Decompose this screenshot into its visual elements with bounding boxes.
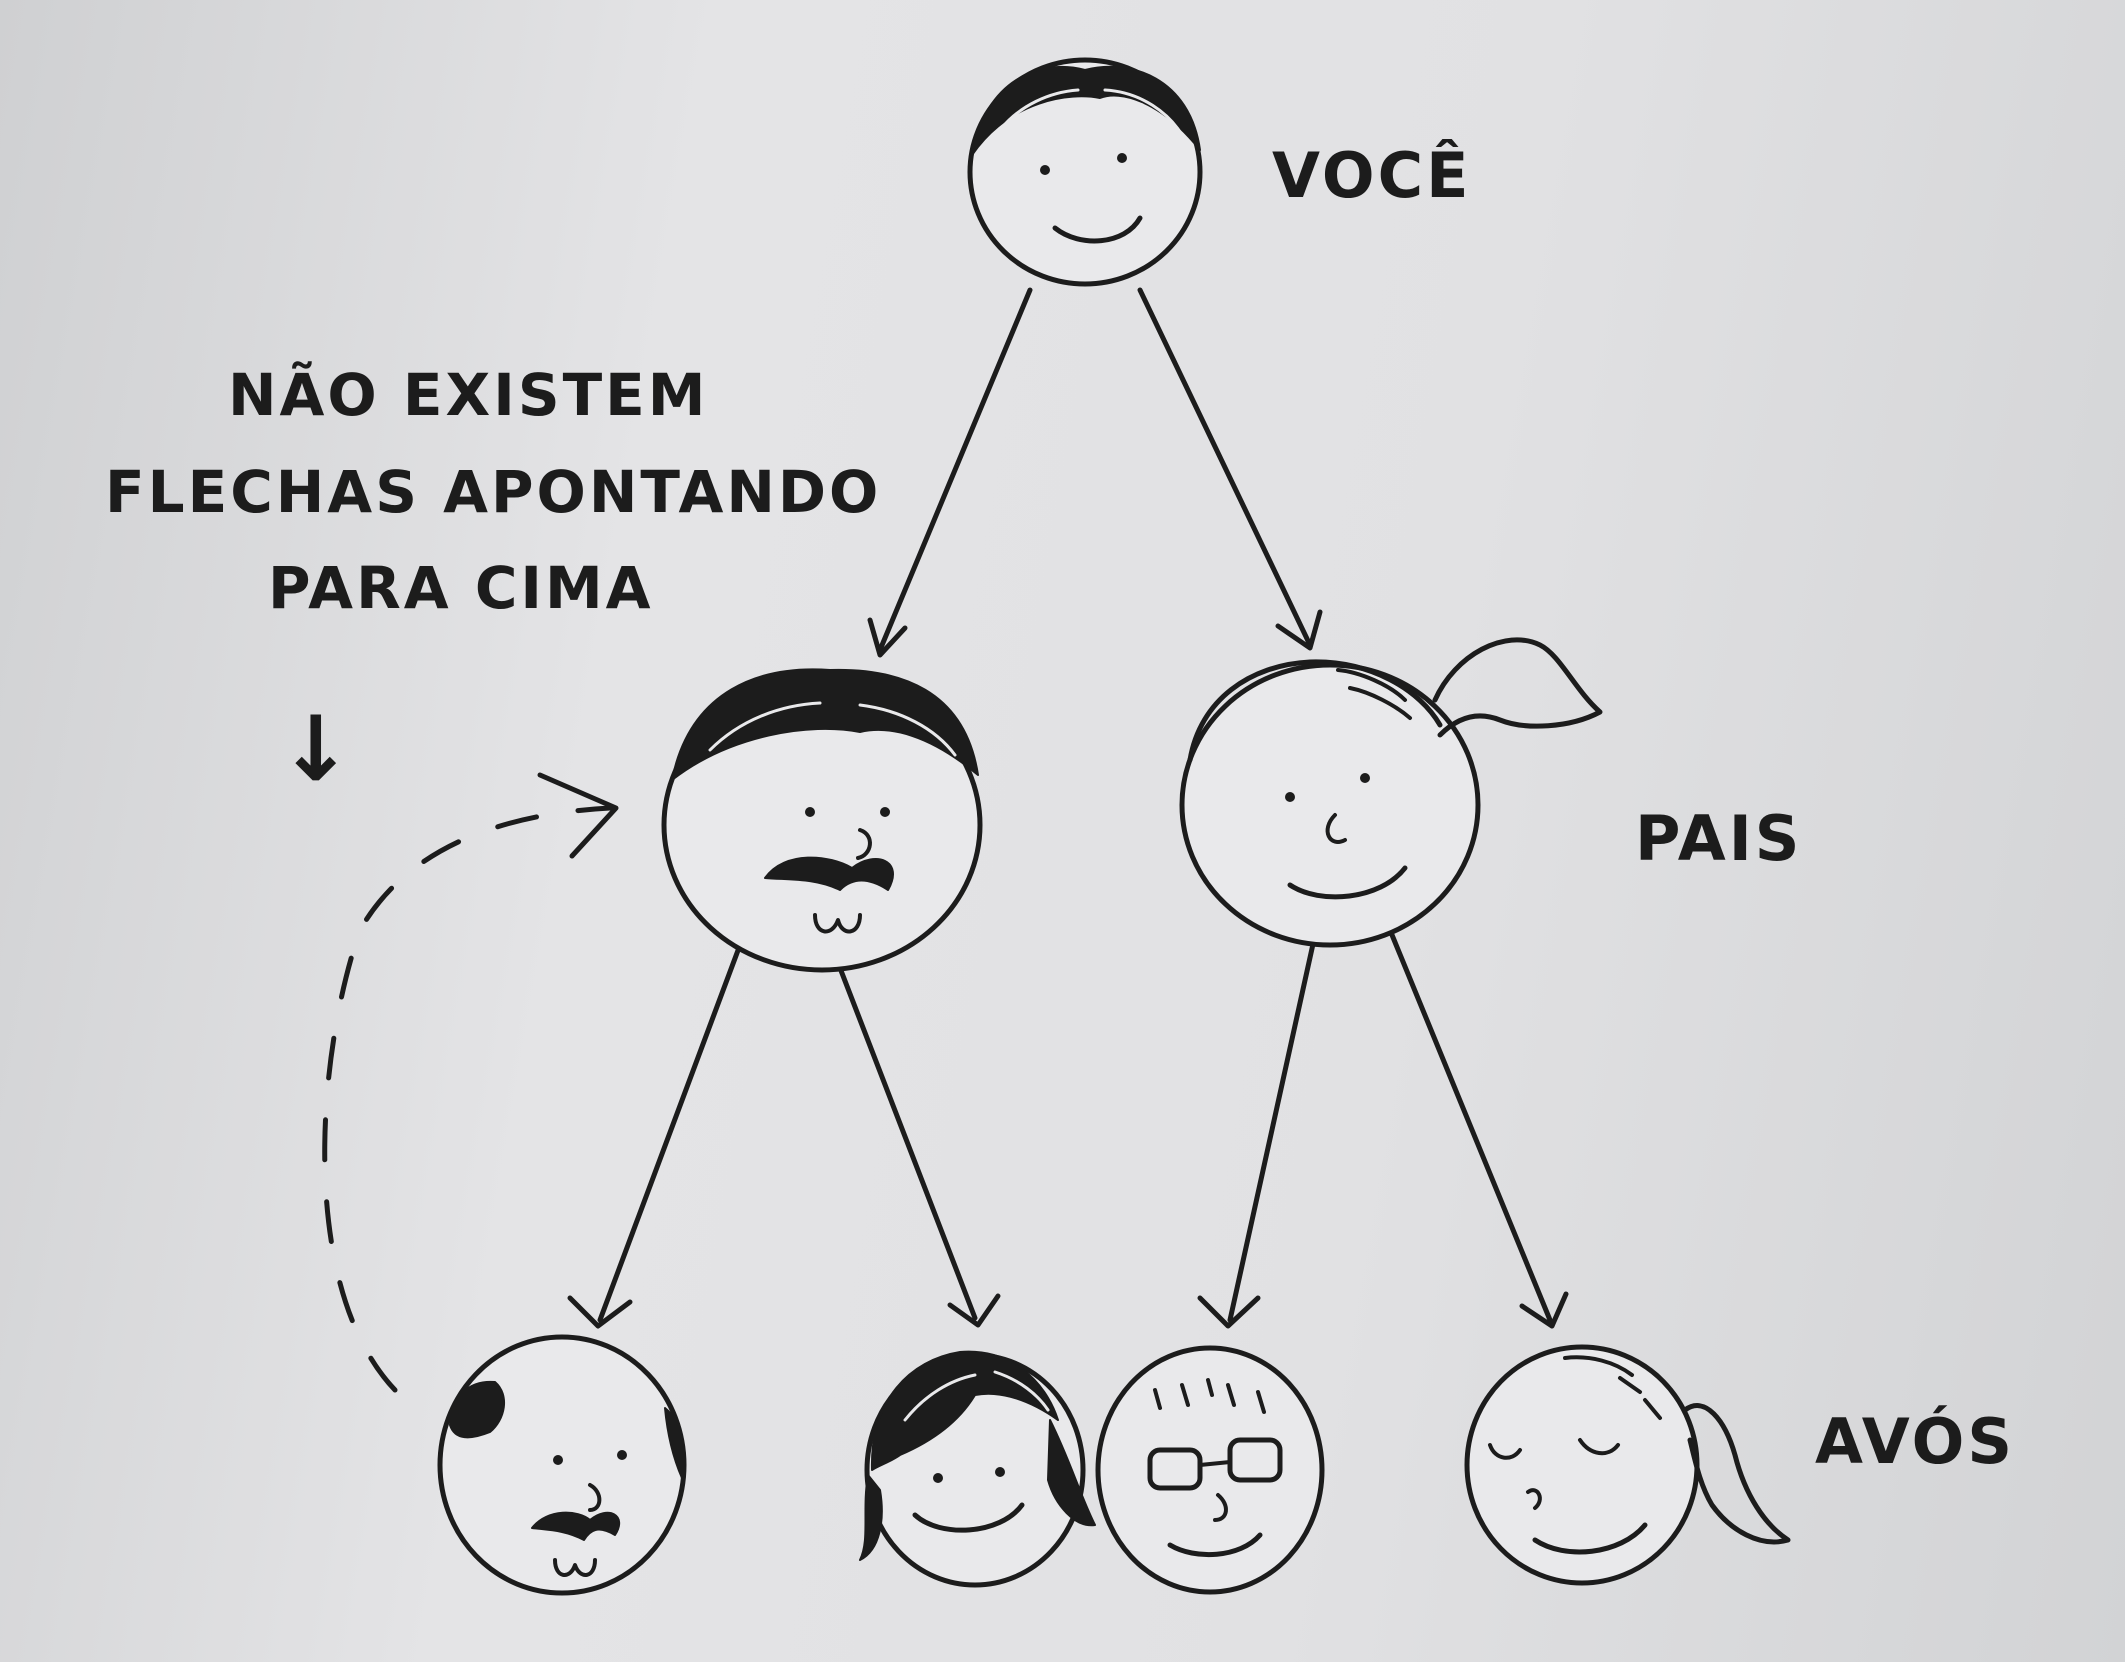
grandmother-maternal-face [1464, 1344, 1791, 1586]
edge-mother-to-grandmother2 [1387, 927, 1569, 1329]
label-grandparents: AVÓS [1815, 1405, 2015, 1478]
edge-you-to-father [867, 287, 1033, 658]
mother-face [1179, 637, 1603, 948]
note-line-1: NÃO EXISTEM [228, 360, 709, 429]
edge-father-to-grandmother [832, 952, 1001, 1328]
label-parents: PAIS [1635, 802, 1802, 875]
edge-mother-to-grandfather2 [1197, 932, 1318, 1329]
label-you: VOCÊ [1272, 139, 1471, 212]
you-face [967, 57, 1203, 287]
grandmother-paternal-face [859, 1350, 1096, 1588]
grandfather-paternal-face [437, 1334, 687, 1596]
edge-father-to-grandfather [567, 942, 743, 1329]
edge-you-to-mother [1137, 287, 1323, 651]
dashed-upward-arrow [322, 772, 619, 1393]
annotation-note: NÃO EXISTEM FLECHAS APONTANDO PARA CIMA … [105, 360, 881, 802]
grandfather-maternal-face [1095, 1345, 1325, 1595]
note-down-arrow-icon: ↓ [278, 697, 356, 802]
note-line-3: PARA CIMA [268, 554, 654, 622]
father-face [661, 668, 983, 973]
note-line-2: FLECHAS APONTANDO [105, 458, 881, 526]
